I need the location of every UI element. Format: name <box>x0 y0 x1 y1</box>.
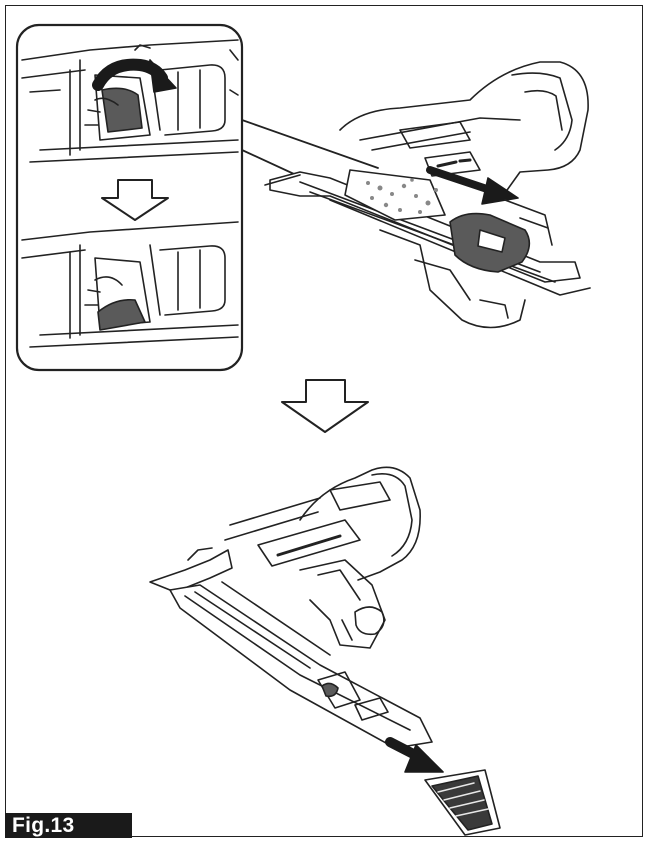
latch-after <box>21 221 239 348</box>
latch-before <box>21 39 239 163</box>
down-arrow-icon <box>101 179 169 221</box>
remove-arrow-icon <box>404 744 444 773</box>
step-arrow-icon <box>281 379 369 433</box>
nail-tool-top <box>264 61 591 329</box>
nail-tool-bottom <box>149 466 501 836</box>
push-arrow-icon <box>481 177 519 205</box>
figure-label: Fig.13 <box>5 813 132 838</box>
detail-inset <box>15 23 244 372</box>
